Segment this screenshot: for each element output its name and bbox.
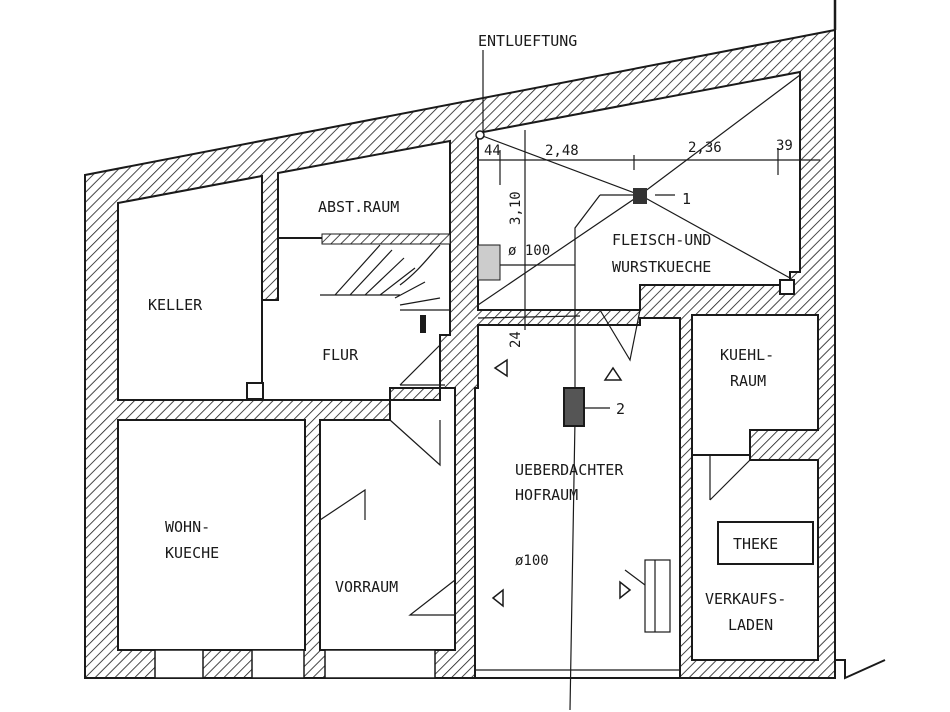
level-markers [491,358,632,608]
title-entlueftung: ENTLUEFTUNG [478,32,577,50]
dim-44: 44 [484,143,501,159]
room-hofraum [474,317,681,679]
label-wohnkueche-1: WOHN- [165,518,210,536]
pipe-dia-lower: ø100 [515,553,549,569]
pipe-dia-upper: ø 100 [508,243,550,259]
label-fleisch-1: FLEISCH-UND [612,231,711,249]
marker-1: 1 [682,190,691,208]
label-hofraum-1: UEBERDACHTER [515,461,624,479]
dim-24: 24 [508,331,524,348]
neighbor-line-right [835,659,886,680]
dim-39: 39 [776,138,793,154]
shaft [779,279,795,295]
room-wohnkueche [117,419,306,651]
label-abst-raum: ABST.RAUM [318,198,399,216]
ventilation-lines [477,50,820,711]
marker-2: 2 [616,400,625,418]
dim-2-48: 2,48 [545,143,579,159]
label-fleisch-2: WURSTKUECHE [612,258,711,276]
label-verkauf-1: VERKAUFS- [705,590,786,608]
staircase [320,233,451,333]
step [644,559,671,633]
room-vorraum [319,387,456,651]
vent-box [477,244,501,281]
label-verkauf-2: LADEN [728,616,773,634]
label-flur: FLUR [322,346,359,364]
label-theke: THEKE [733,535,778,553]
vent-outlet [475,130,485,140]
label-keller: KELLER [148,296,203,314]
fan-1 [633,188,647,204]
label-kuehlraum-2: RAUM [730,372,766,390]
dim-2-36: 2,36 [688,140,722,156]
fan-2 [563,387,585,427]
label-vorraum: VORRAUM [335,578,398,596]
window [324,649,436,679]
window [154,649,204,679]
label-wohnkueche-2: KUECHE [165,544,219,562]
window [251,649,305,679]
label-kuehlraum-1: KUEHL- [720,346,774,364]
theke-counter [717,521,814,565]
room-kuehlraum [691,314,819,456]
label-hofraum-2: HOFRAUM [515,486,578,504]
dim-3-10: 3,10 [508,191,524,225]
shaft [246,382,264,400]
